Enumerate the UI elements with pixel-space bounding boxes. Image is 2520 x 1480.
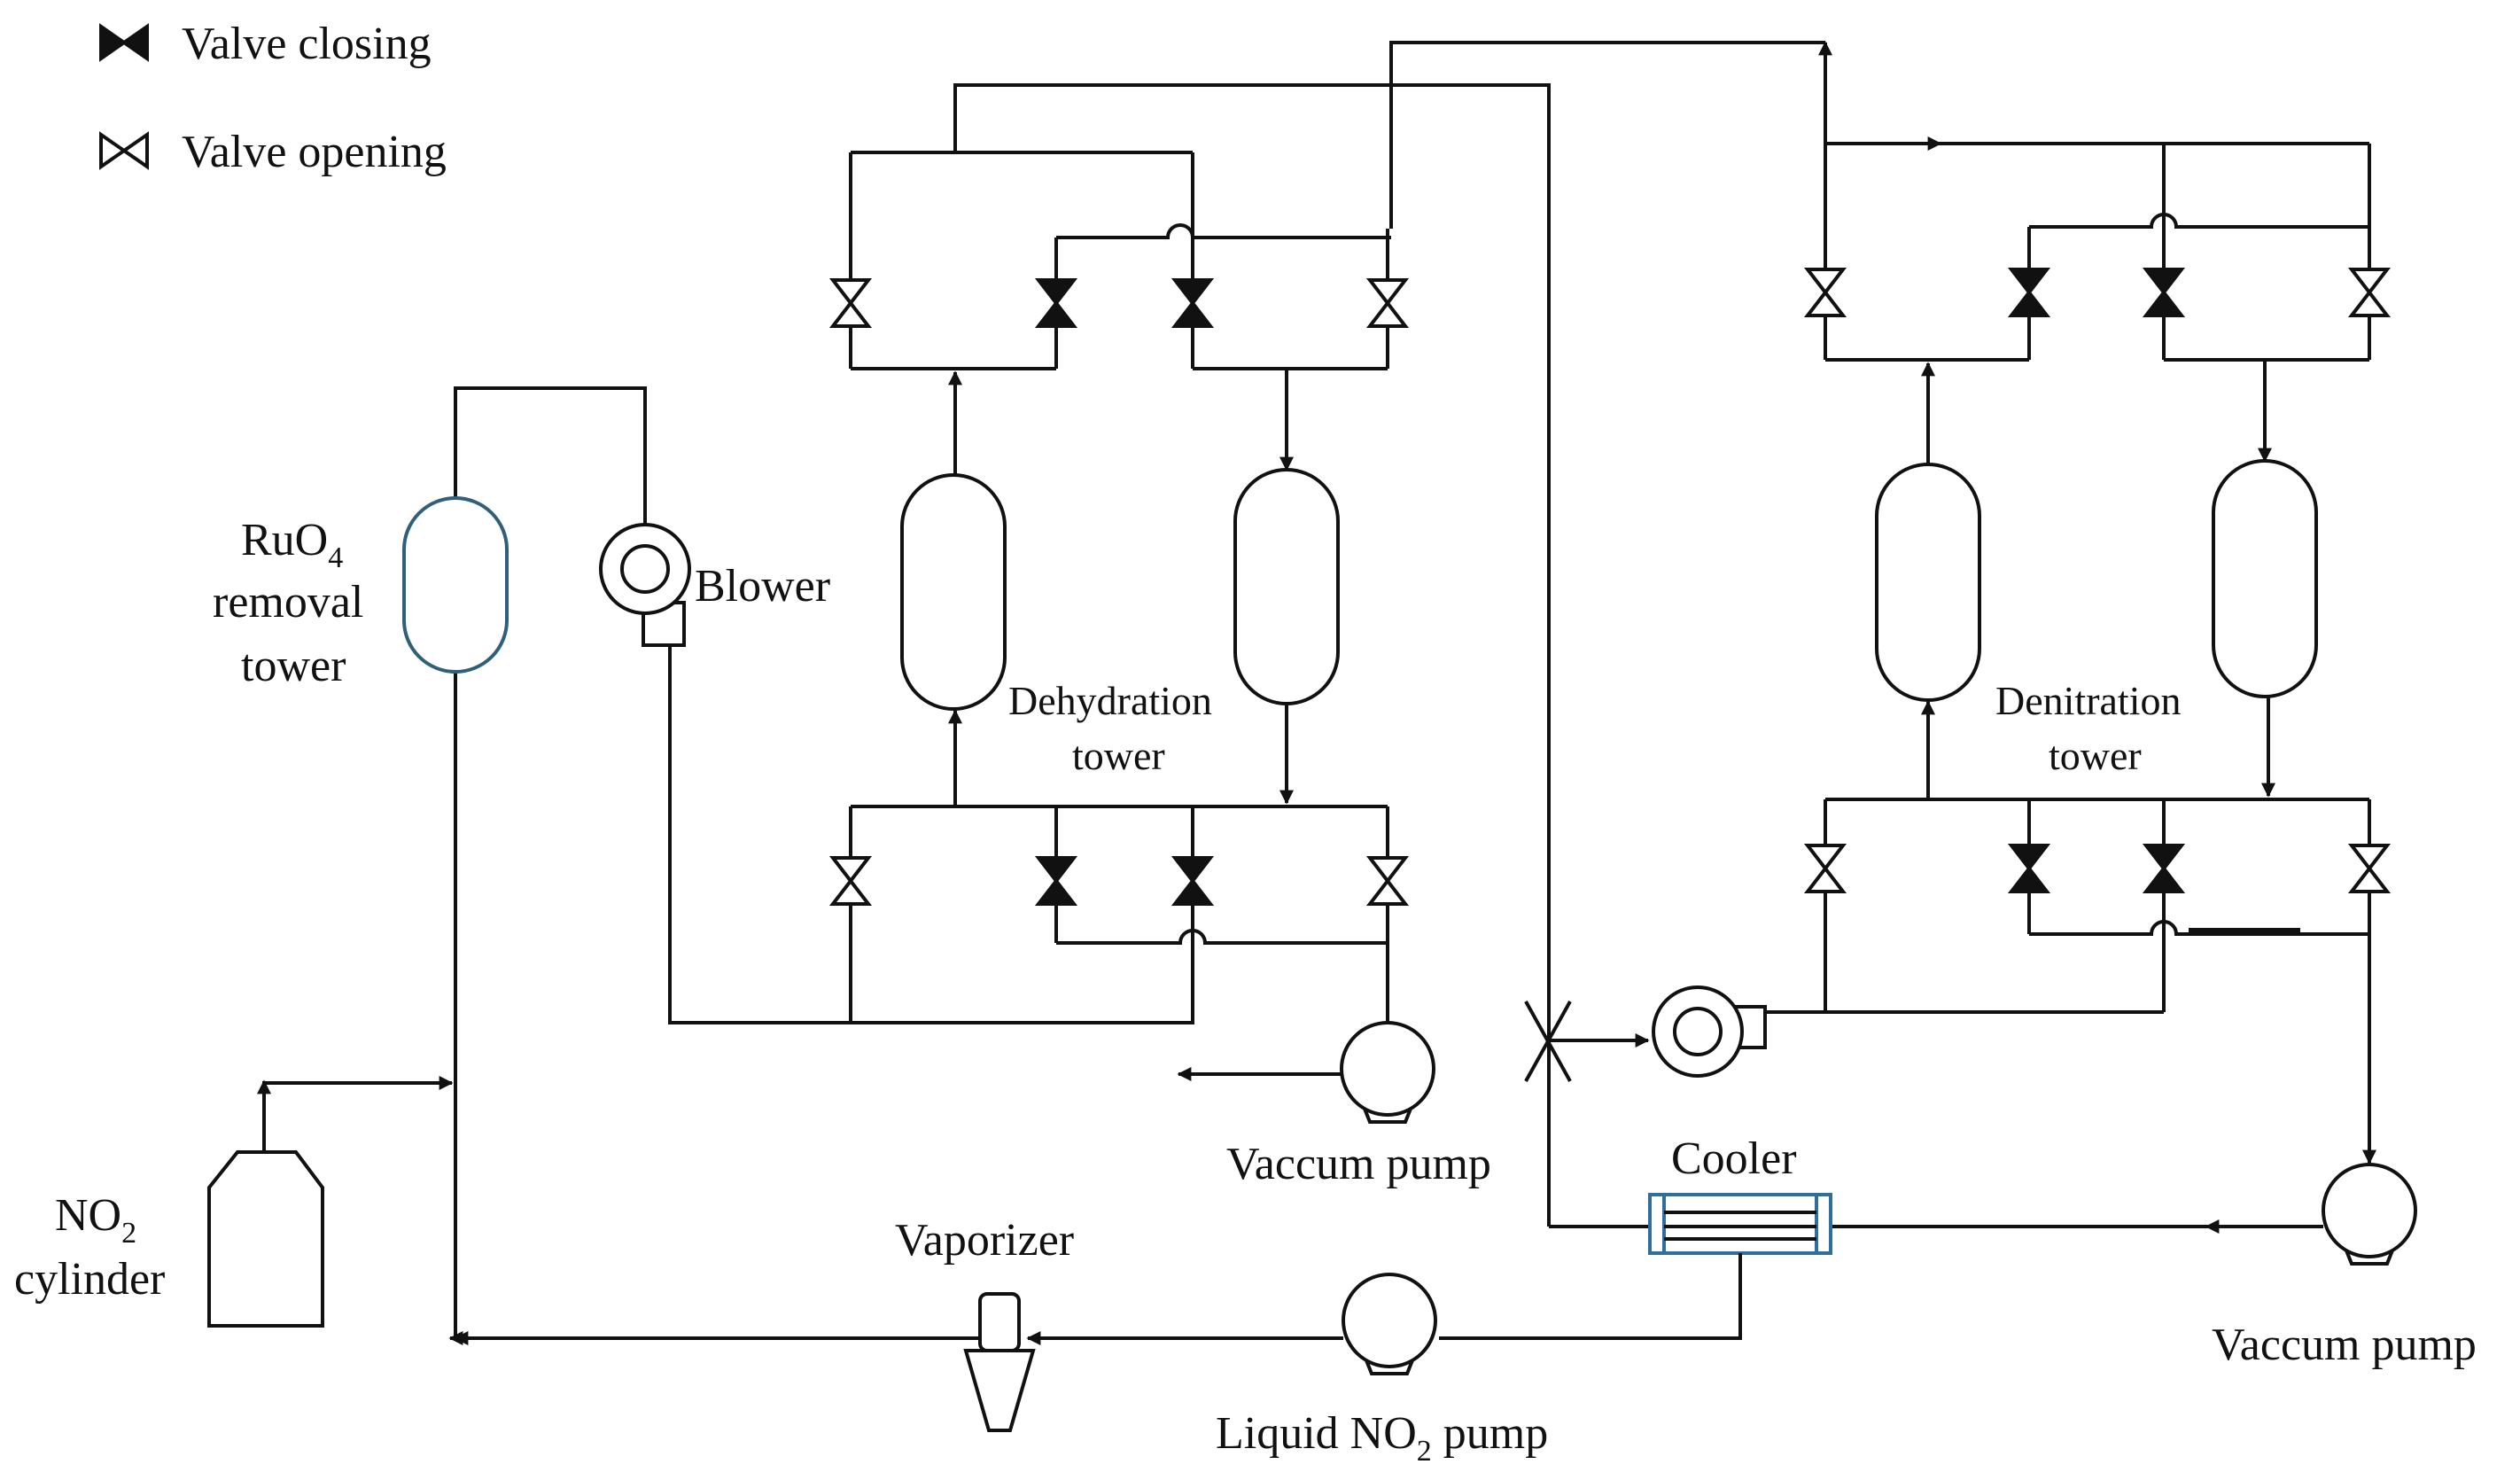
cooler-label: Cooler [1671, 1133, 1797, 1184]
denitration-bottom-right-valve-open-icon [2350, 844, 2389, 893]
dehydration-bottom-manifold [849, 805, 1389, 1024]
dehydration-bottom-mid-right-valve-closed-icon [1173, 856, 1212, 906]
top-pipes [953, 41, 2369, 1227]
dehydration-label-line2: tower [1072, 733, 1165, 778]
denitration-top-mid-left-valve-closed-icon [2010, 268, 2049, 317]
denitration-label-line2: tower [2049, 733, 2142, 778]
denitration-bottom-mid-right-valve-closed-icon [2144, 844, 2183, 893]
ruo4-removal-tower [402, 496, 509, 674]
cross-junction [1524, 1001, 1650, 1082]
dehydration-bottom-left-valve-open-icon [831, 856, 870, 906]
valve-closing-legend-icon [99, 25, 149, 60]
vacuum-pump-left-label: Vaccum pump [1226, 1139, 1491, 1189]
cooler [1439, 1193, 1832, 1340]
no2-cylinder-label-line2: cylinder [14, 1254, 165, 1305]
dehydration-top-mid-right-valve-closed-icon [1173, 278, 1212, 328]
dehydration-top-mid-left-valve-closed-icon [1037, 278, 1076, 328]
denitration-vessel-right [2212, 459, 2318, 698]
dehydration-top-left-valve-open-icon [831, 278, 870, 328]
liquid-no2-pump-label: Liquid NO2 pump [1216, 1408, 1548, 1468]
denitration-bottom-mid-left-valve-closed-icon [2010, 844, 2049, 893]
denitration-top-mid-right-valve-closed-icon [2144, 268, 2183, 317]
liquid-no2-pump [1026, 1273, 1437, 1375]
legend: Valve closing Valve opening [99, 19, 447, 177]
denitration-top-right-valve-open-icon [2350, 268, 2389, 317]
ruo4-label-line2: removal [213, 577, 363, 627]
blower [599, 523, 1193, 1024]
dehydration-bottom-right-valve-open-icon [1368, 856, 1407, 906]
vaporizer-label: Vaporizer [895, 1215, 1074, 1266]
denitration-top-left-valve-open-icon [1806, 268, 1845, 317]
valve-opening-legend-icon [99, 133, 149, 168]
denitration-bottom-manifold [1824, 798, 2376, 1165]
denitration-vessel-left [1875, 463, 1981, 702]
dehydration-label-line1: Dehydration [1008, 678, 1212, 723]
vacuum-pump-right-label: Vaccum pump [2212, 1320, 2477, 1370]
ruo4-label-line3: tower [241, 641, 346, 691]
dehydration-bottom-mid-left-valve-closed-icon [1037, 856, 1076, 906]
denitration-label-line1: Denitration [1995, 678, 2182, 723]
vacuum-pump-right [1831, 1163, 2417, 1266]
dehydration-vessel-left [900, 473, 1007, 711]
denitration-bottom-left-valve-open-icon [1806, 844, 1845, 893]
denitration-top-manifold [1824, 144, 2371, 362]
legend-opening-label: Valve opening [182, 127, 447, 177]
blower-right [1652, 985, 2164, 1078]
dehydration-vessel-right [1233, 468, 1340, 705]
vaporizer [454, 1292, 1036, 1432]
dehydration-top-manifold [849, 151, 1391, 370]
dehydration-towers [900, 369, 1340, 806]
no2-cylinder-label: NO2 [55, 1190, 136, 1250]
no2-cylinder [207, 1076, 454, 1328]
ruo4-loop [402, 386, 647, 1345]
legend-closing-label: Valve closing [182, 19, 432, 69]
denitration-towers [1875, 360, 2318, 799]
ruo4-label: RuO4 [241, 515, 343, 574]
dehydration-top-right-valve-open-icon [1368, 278, 1407, 328]
vacuum-pump-left [1177, 1021, 1435, 1124]
blower-label: Blower [695, 561, 830, 611]
